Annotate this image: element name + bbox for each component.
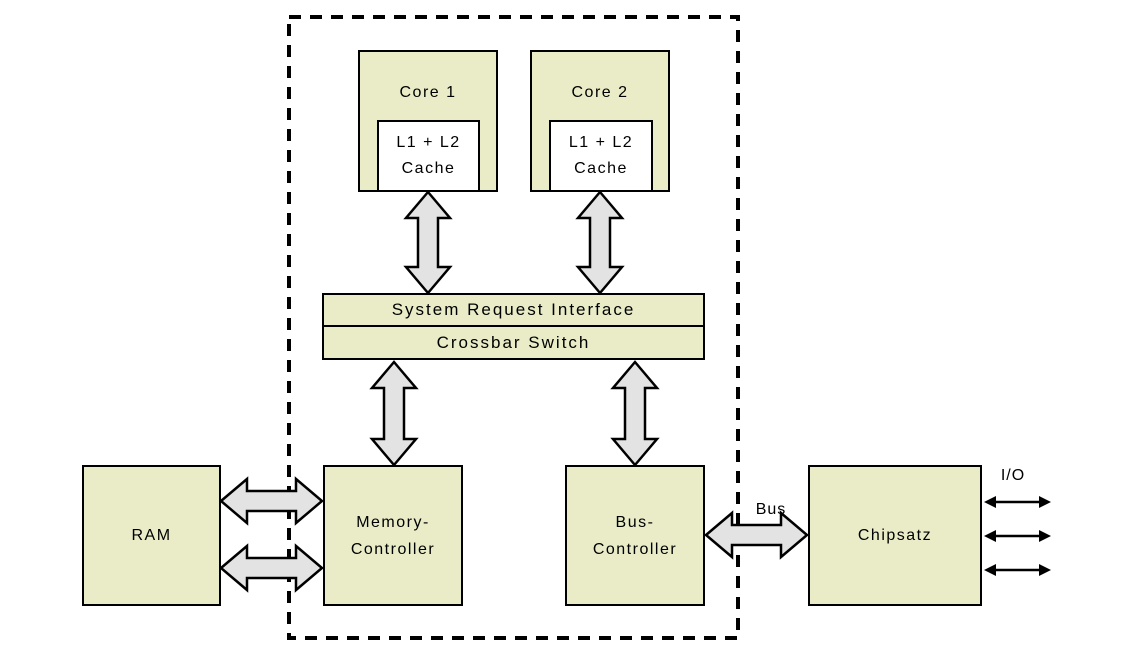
core1-label: Core 1 [399,84,457,101]
cache2-line1: L1 + L2 [568,134,634,151]
cpu-die-boundary [287,15,740,640]
bus-controller-line2: Controller [592,540,678,558]
bus-controller-box: Bus- Controller [565,465,705,606]
cache2-box: L1 + L2 Cache [549,120,653,192]
system-request-interface-bar: System Request Interface [322,293,705,327]
core2-label: Core 2 [571,84,629,101]
io-arrow-2 [984,530,1051,542]
memory-controller-line2: Controller [350,540,436,558]
ram-box: RAM [82,465,221,606]
arrow-ram-memory-1 [219,476,324,526]
arrow-cache2-to-sri [575,190,625,295]
cache1-line2: Cache [401,160,456,177]
io-arrow-3 [984,564,1051,576]
arrow-crossbar-to-bus-controller [610,360,660,467]
chipset-label: Chipsatz [857,527,933,544]
arrow-bus-controller-chipset [704,510,809,560]
sri-label: System Request Interface [391,300,636,319]
io-arrow-1 [984,496,1051,508]
bus-label: Bus [755,501,787,518]
ram-label: RAM [131,527,172,544]
cache2-line2: Cache [574,160,628,177]
arrow-ram-memory-2 [219,543,324,593]
cache1-box: L1 + L2 Cache [377,120,480,192]
crossbar-label: Crossbar Switch [436,332,591,352]
cache1-line1: L1 + L2 [396,134,461,151]
crossbar-switch-bar: Crossbar Switch [322,325,705,360]
arrow-crossbar-to-memory-controller [369,360,419,467]
memory-controller-line1: Memory- [356,513,430,531]
memory-controller-box: Memory- Controller [323,465,463,606]
arrow-cache1-to-sri [403,190,453,295]
chipset-box: Chipsatz [808,465,982,606]
io-label: I/O [1000,467,1026,484]
bus-controller-line1: Bus- [615,513,655,531]
